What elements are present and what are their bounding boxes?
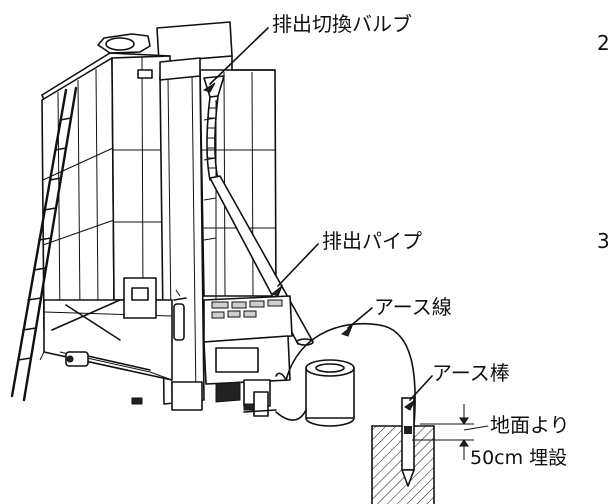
ladder <box>10 86 78 402</box>
label-earth-rod: アース棒 <box>432 361 510 385</box>
label-earth-wire: アース線 <box>374 295 452 319</box>
depth-dimension <box>412 404 489 460</box>
label-discharge-valve: 排出切換バルブ <box>272 12 412 36</box>
label-depth-line1: 地面より <box>490 413 570 437</box>
leader-discharge-valve <box>209 27 269 85</box>
step-number-2: 2 <box>597 31 608 55</box>
hose-corrugations <box>207 107 217 169</box>
step-number-3: 3 <box>597 229 608 253</box>
label-depth-line2: 50cm 埋設 <box>470 447 567 469</box>
control-panel-buttons <box>211 299 283 319</box>
earth-wire-reel <box>305 359 355 427</box>
earth-wire <box>285 322 416 427</box>
earth-wire-to-reel <box>275 409 307 421</box>
label-discharge-pipe: 排出パイプ <box>322 229 422 253</box>
grain-dryer-machine <box>10 21 314 417</box>
leader-earth-rod <box>409 375 433 401</box>
earth-rod <box>401 397 415 487</box>
leader-discharge-pipe <box>277 243 319 287</box>
leader-earth-wire <box>347 307 373 329</box>
